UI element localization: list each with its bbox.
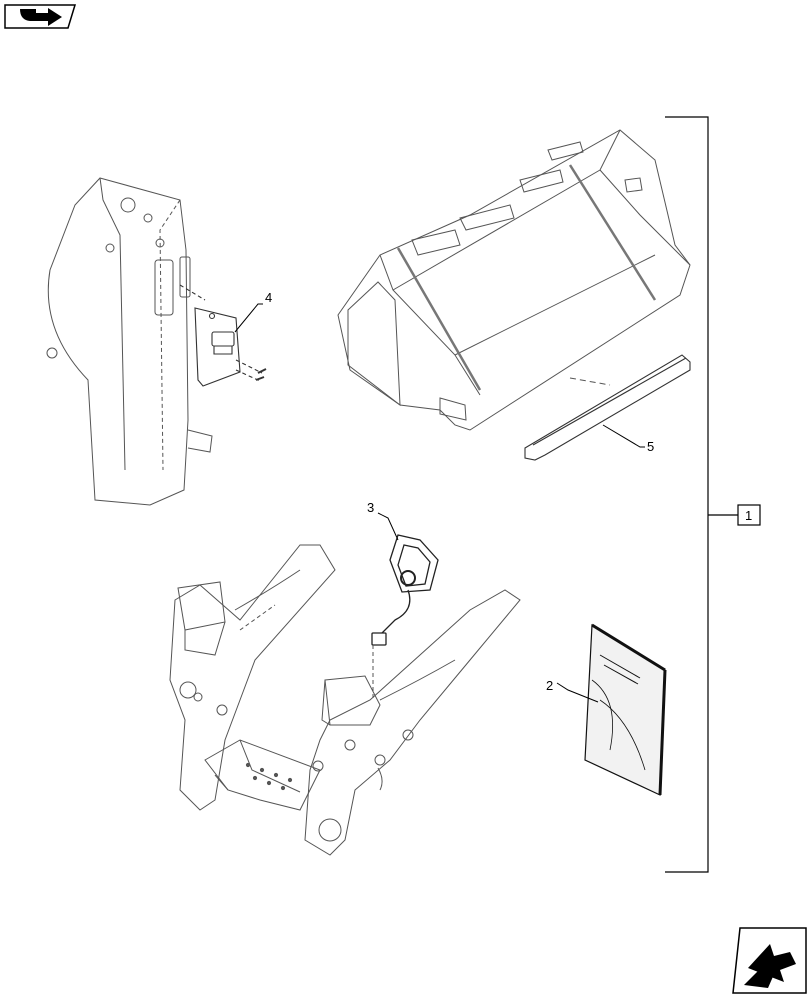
leader-lines <box>234 303 645 703</box>
callout-1: 1 <box>745 508 752 523</box>
callout-3: 3 <box>367 500 374 515</box>
callout-2: 2 <box>546 678 553 693</box>
callout-4: 4 <box>265 290 272 305</box>
kit-bracket <box>665 116 738 873</box>
callout-5: 5 <box>647 439 654 454</box>
switch-bracket <box>179 284 267 387</box>
previous-page-icon[interactable] <box>4 4 77 29</box>
wear-strip <box>524 354 691 461</box>
operator-manual <box>584 623 667 796</box>
loader-arms <box>169 544 521 856</box>
mirror-assembly <box>371 534 439 646</box>
callout-1-box: 1 <box>737 504 761 526</box>
fender-panel <box>46 177 213 506</box>
next-page-icon[interactable] <box>732 927 807 994</box>
bucket <box>337 129 691 431</box>
